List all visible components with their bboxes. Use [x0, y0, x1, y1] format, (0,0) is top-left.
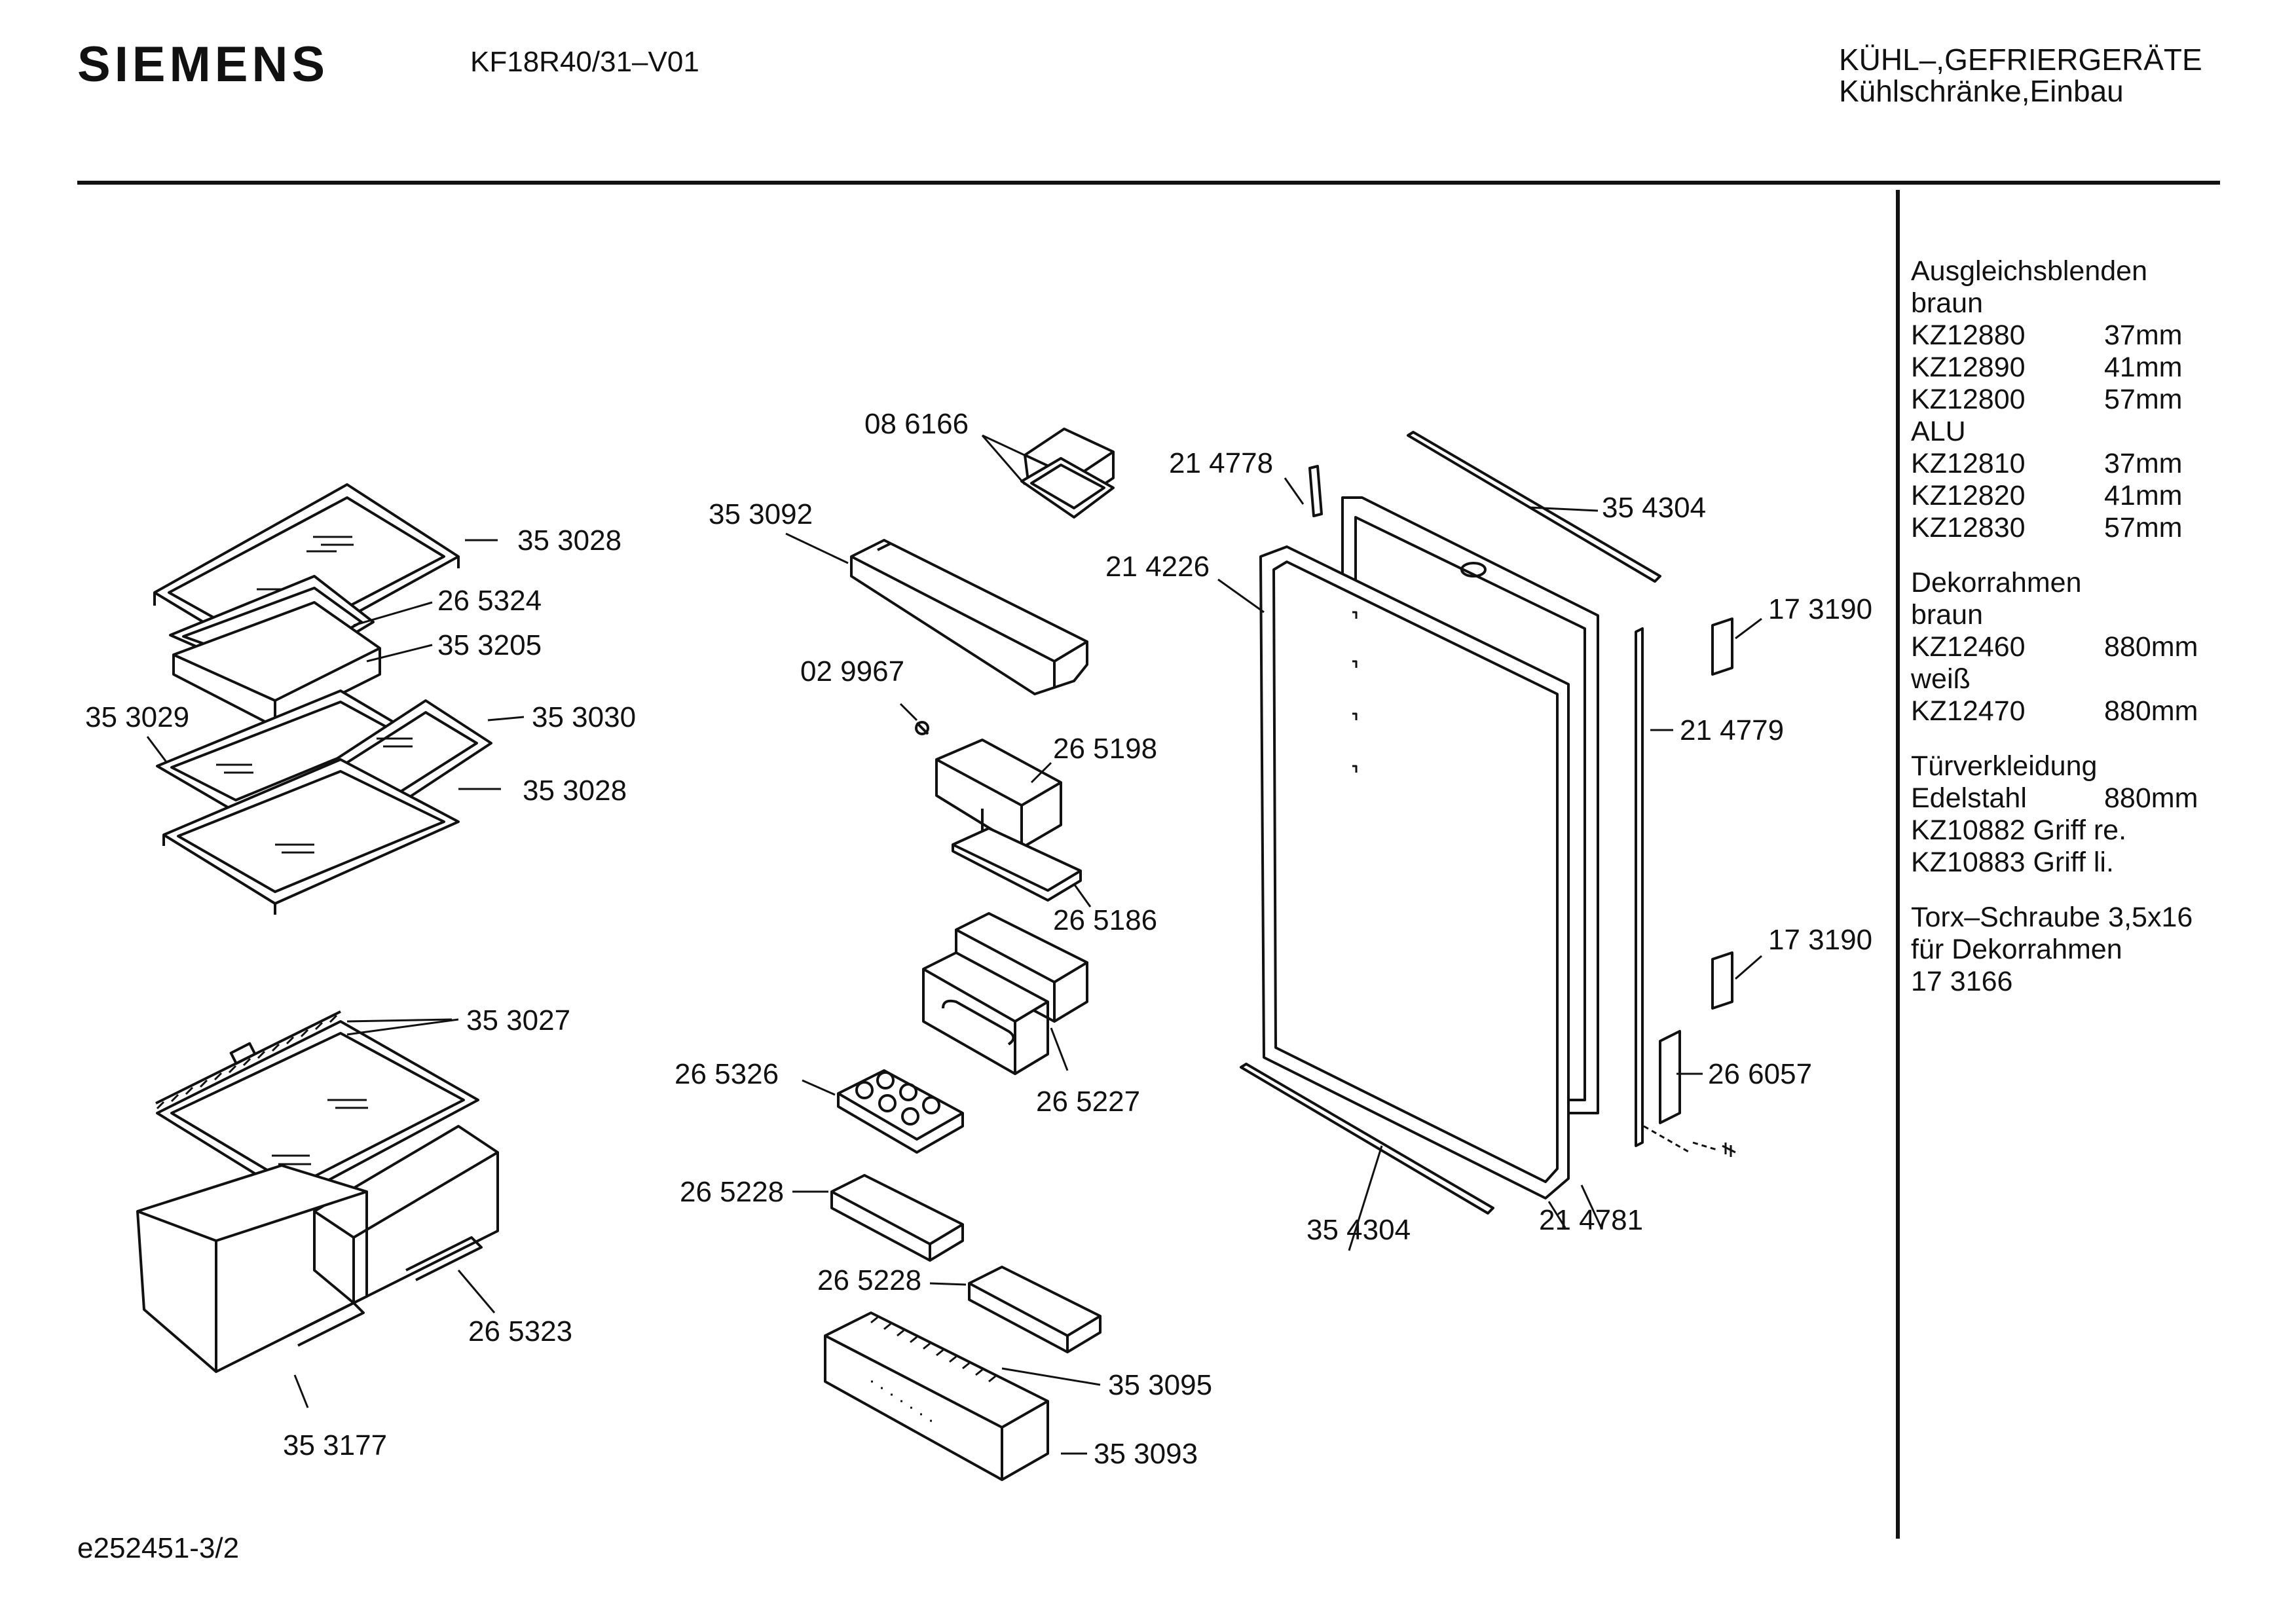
rahmen-weiss-label: weiß: [1911, 663, 1971, 695]
label-265198: 26 5198: [1053, 733, 1157, 765]
label-266057: 26 6057: [1708, 1058, 1812, 1090]
label-353205: 35 3205: [437, 629, 542, 661]
part-size: 41mm: [2104, 352, 2183, 383]
category-title: KÜHL–,GEFRIERGERÄTE: [1839, 43, 2202, 77]
label-265228a: 26 5228: [680, 1176, 784, 1208]
bin-265227: [922, 912, 1088, 1075]
griff-li: KZ10883 Griff li.: [1911, 847, 2114, 878]
category-subtitle: Kühlschränke,Einbau: [1839, 74, 2124, 108]
label-265323: 26 5323: [468, 1315, 572, 1347]
part-size: 57mm: [2104, 384, 2183, 415]
accessories-panel: Ausgleichsblenden braun KZ12880 37mm KZ12…: [1911, 255, 2278, 998]
part-code: KZ12800: [1911, 384, 2026, 415]
label-086166: 08 6166: [864, 408, 969, 440]
door-shelf-353092: [850, 539, 1088, 695]
part-code: KZ12470: [1911, 695, 2026, 727]
part-code: KZ12820: [1911, 480, 2026, 511]
small-bin-265228a: [830, 1174, 964, 1262]
part-size: 880mm: [2104, 782, 2198, 814]
part-code: KZ12890: [1911, 352, 2026, 383]
sidebar-divider: [1896, 190, 1900, 1539]
rahmen-braun-label: braun: [1911, 599, 1983, 631]
label-265326: 26 5326: [675, 1058, 779, 1090]
list-item: KZ12890 41mm: [1911, 352, 2278, 384]
small-bin-265228b: [968, 1266, 1102, 1353]
butter-lid-086166: [1020, 428, 1115, 519]
label-265228b: 26 5228: [817, 1264, 921, 1296]
header-divider: [77, 181, 2220, 185]
label-265227: 26 5227: [1036, 1086, 1140, 1118]
label-353028a: 35 3028: [517, 524, 621, 557]
crisper-cover-353027: [155, 1010, 479, 1200]
label-353030: 35 3030: [532, 701, 636, 733]
label-265324: 26 5324: [437, 585, 542, 617]
list-item: KZ12460 880mm: [1911, 631, 2278, 663]
part-size: 57mm: [2104, 512, 2183, 543]
hinge-bracket-266057: [1643, 1030, 1736, 1157]
rahmen-title: Dekorrahmen: [1911, 567, 2082, 598]
griff-re: KZ10882 Griff re.: [1911, 815, 2127, 846]
bin-tray-265186: [952, 827, 1082, 902]
label-353028b: 35 3028: [523, 775, 627, 807]
trim-strip-top-354304: [1407, 431, 1661, 583]
label-353177: 35 3177: [283, 1429, 387, 1461]
list-item: KZ12470 880mm: [1911, 695, 2278, 727]
label-214779: 21 4779: [1680, 714, 1784, 746]
torx-line3: 17 3166: [1911, 966, 2013, 997]
tuer-title: Türverkleidung: [1911, 750, 2098, 782]
list-item: KZ12810 37mm: [1911, 448, 2278, 480]
part-code: KZ12810: [1911, 448, 2026, 479]
label-353092: 35 3092: [709, 498, 813, 530]
label-173190a: 17 3190: [1768, 593, 1872, 625]
part-code: KZ12460: [1911, 631, 2026, 663]
list-item: KZ12880 37mm: [1911, 320, 2278, 352]
alu-label: ALU: [1911, 416, 1966, 447]
label-353027: 35 3027: [466, 1004, 570, 1036]
part-code: KZ12880: [1911, 320, 2026, 351]
list-item: KZ12820 41mm: [1911, 480, 2278, 512]
label-354304a: 35 4304: [1602, 492, 1706, 524]
brand-logo: SIEMENS: [77, 37, 329, 92]
part-size: 41mm: [2104, 480, 2183, 511]
clip-173190a: [1711, 617, 1733, 676]
list-item: KZ12830 57mm: [1911, 512, 2278, 544]
screw-029967: [915, 721, 929, 735]
label-265186: 26 5186: [1053, 904, 1157, 936]
part-size: 880mm: [2104, 695, 2198, 727]
label-353029: 35 3029: [85, 701, 189, 733]
label-354304b: 35 4304: [1306, 1214, 1411, 1246]
bottle-shelf-353093: [824, 1311, 1049, 1481]
part-size: 37mm: [2104, 320, 2183, 351]
part-code: KZ12830: [1911, 512, 2026, 543]
torx-line1: Torx–Schraube 3,5x16: [1911, 902, 2193, 933]
blenden-title: Ausgleichsblenden: [1911, 255, 2147, 287]
list-item: Edelstahl 880mm: [1911, 782, 2278, 815]
label-173190b: 17 3190: [1768, 924, 1872, 956]
label-029967: 02 9967: [800, 655, 904, 687]
label-214226: 21 4226: [1105, 551, 1210, 583]
label-353093: 35 3093: [1094, 1438, 1198, 1470]
list-item: KZ12800 57mm: [1911, 384, 2278, 416]
part-size: 37mm: [2104, 448, 2183, 479]
label-353095: 35 3095: [1108, 1369, 1212, 1401]
glass-shelf-bottom: [162, 758, 460, 915]
torx-line2: für Dekorrahmen: [1911, 934, 2122, 965]
material: Edelstahl: [1911, 782, 2027, 814]
exploded-parts-diagram: 35 3028 26 5324 35 3205 35 3029 35 3030 …: [85, 408, 1872, 1481]
braun-label: braun: [1911, 287, 1983, 319]
clip-173190b: [1711, 951, 1733, 1010]
drawing-id: e252451-3/2: [77, 1532, 240, 1564]
crisper-drawer-left: [136, 1164, 368, 1373]
part-size: 880mm: [2104, 631, 2198, 663]
label-214778: 21 4778: [1169, 447, 1273, 479]
hinge-strip-214779: [1635, 627, 1644, 1147]
egg-tray-265326: [837, 1069, 964, 1154]
label-214781: 21 4781: [1539, 1204, 1643, 1236]
model-number: KF18R40/31–V01: [470, 46, 699, 78]
trim-strip-bottom-354304: [1240, 1063, 1494, 1215]
hinge-strip-214778: [1308, 465, 1323, 517]
door-gasket-214226: [1259, 545, 1570, 1200]
